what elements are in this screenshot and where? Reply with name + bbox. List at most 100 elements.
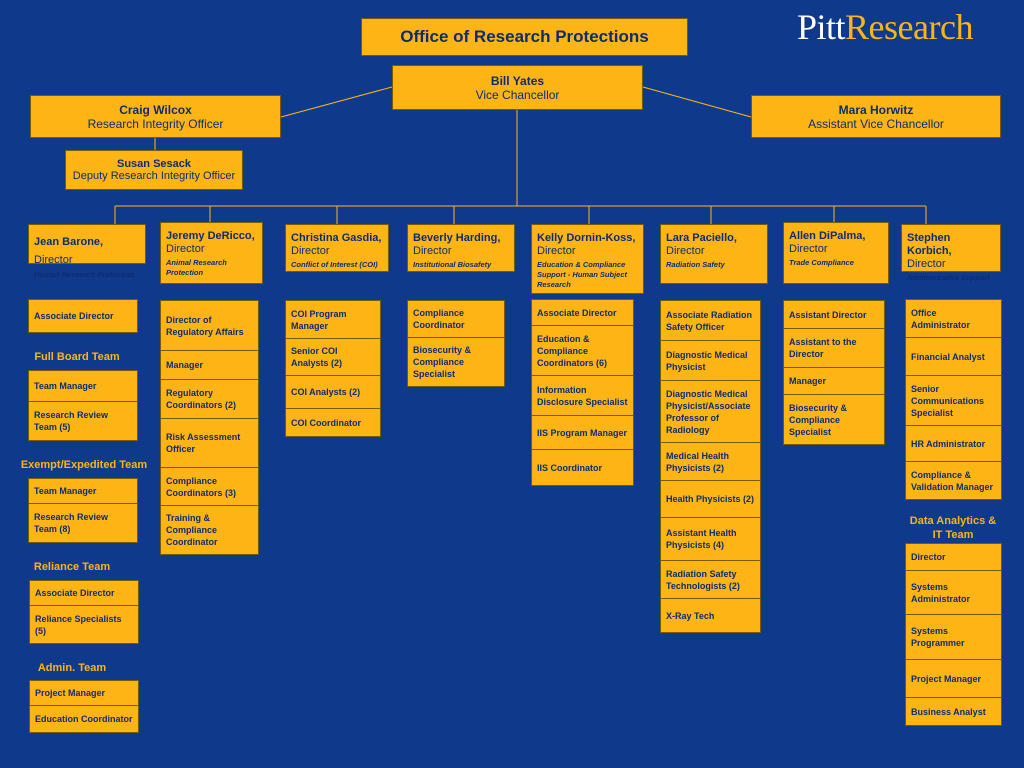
ibs-staff-column: Compliance Coordinator Biosecurity & Com…: [407, 300, 505, 387]
staff-item: Business Analyst: [911, 706, 986, 717]
staff-item: Manager: [161, 351, 258, 380]
staff-item: Medical Health Physicists (2): [661, 443, 760, 481]
director-unit: Administrative Support: [907, 273, 990, 282]
director-ibs-box: Beverly Harding, Director Institutional …: [407, 224, 515, 272]
staff-item: Project Manager: [30, 681, 138, 706]
staff-item: Associate Director: [30, 581, 138, 606]
director-arp-box: Jeremy DeRicco, Director Animal Research…: [160, 222, 263, 284]
staff-item: Training & Compliance Coordinator: [166, 513, 218, 547]
director-unit: Radiation Safety: [666, 260, 725, 269]
director-role: Director: [291, 245, 330, 257]
staff-item: Health Physicists (2): [661, 481, 760, 518]
staff-item: Assistant Health Physicists (4): [661, 518, 760, 561]
director-unit: Trade Compliance: [789, 258, 854, 267]
staff-item: Systems Administrator: [906, 571, 1001, 615]
director-name: Christina Gasdia,: [291, 232, 382, 244]
avc-role: Assistant Vice Chancellor: [808, 116, 944, 131]
staff-item: Biosecurity & Compliance Specialist: [413, 345, 472, 379]
exempt-expedited-team-box: Team Manager Research Review Team (8): [28, 478, 138, 543]
director-name: Jeremy DeRicco,: [166, 230, 255, 242]
staff-item: Research Review Team (5): [34, 410, 109, 432]
director-unit: Education & Compliance Support - Human S…: [537, 260, 627, 289]
vice-chancellor-box: Bill Yates Vice Chancellor: [392, 65, 643, 110]
drio-name: Susan Sesack: [117, 158, 191, 170]
staff-item: Reliance Specialists (5): [35, 613, 122, 636]
rio-role: Research Integrity Officer: [87, 116, 224, 131]
coi-staff-column: COI Program Manager Senior COI Analysts …: [285, 300, 381, 437]
deputy-rio-box: Susan Sesack Deputy Research Integrity O…: [65, 150, 243, 190]
research-integrity-officer-box: Craig Wilcox Research Integrity Officer: [30, 95, 281, 138]
staff-item: Diagnostic Medical Physicist: [661, 341, 760, 381]
ecs-staff-column: Associate Director Education & Complianc…: [531, 299, 634, 486]
staff-item: Director of Regulatory Affairs: [161, 301, 258, 351]
staff-item: Risk Assessment Officer: [161, 419, 258, 468]
staff-item: Compliance Coordinator: [408, 301, 504, 338]
staff-item: Associate Director: [532, 300, 633, 326]
vc-name: Bill Yates: [490, 73, 545, 88]
staff-item: IIS Coordinator: [537, 462, 602, 473]
staff-item: Systems Programmer: [906, 615, 1001, 660]
staff-item: Team Manager: [29, 479, 137, 504]
staff-item: Financial Analyst: [906, 338, 1001, 376]
staff-item: Senior COI Analysts (2): [286, 339, 380, 376]
director-name: Allen DiPalma,: [789, 230, 866, 242]
director-role: Director: [34, 254, 73, 266]
staff-item: Biosecurity & Compliance Specialist: [789, 402, 848, 437]
director-rad-box: Lara Paciello, Director Radiation Safety: [660, 224, 768, 284]
director-unit: Animal Research Protection: [166, 258, 227, 277]
staff-item: Radiation Safety Technologists (2): [661, 561, 760, 599]
staff-item: Project Manager: [906, 660, 1001, 698]
rad-staff-column: Associate Radiation Safety Officer Diagn…: [660, 300, 761, 633]
director-role: Director: [666, 245, 705, 257]
staff-item: COI Coordinator: [291, 417, 361, 428]
director-trade-box: Allen DiPalma, Director Trade Compliance: [783, 222, 889, 284]
staff-item: Compliance & Validation Manager: [911, 469, 994, 492]
arp-staff-column: Director of Regulatory Affairs Manager R…: [160, 300, 259, 555]
director-unit: Human Research Protection: [34, 270, 135, 279]
admin-team-box: Project Manager Education Coordinator: [29, 680, 139, 733]
team-label-admin: Admin. Team: [37, 662, 107, 674]
page-title: Office of Research Protections: [361, 18, 688, 56]
director-name: Kelly Dornin-Koss,: [537, 232, 636, 244]
hrp-associate-director-box: Associate Director: [28, 299, 138, 333]
full-board-team-box: Team Manager Research Review Team (5): [28, 370, 138, 441]
director-admin-box: Stephen Korbich, Director Administrative…: [901, 224, 1001, 282]
staff-item: Associate Radiation Safety Officer: [661, 301, 760, 341]
team-label-reliance: Reliance Team: [33, 561, 111, 573]
staff-item: Team Manager: [29, 371, 137, 402]
staff-item: Associate Director: [34, 311, 114, 321]
staff-item: HR Administrator: [906, 426, 1001, 462]
staff-item: Office Administrator: [906, 300, 1001, 338]
staff-item: Senior Communications Specialist: [906, 376, 1001, 426]
team-label-full-board: Full Board Team: [34, 351, 120, 363]
team-label-exempt-expedited: Exempt/Expedited Team: [20, 459, 148, 471]
staff-item: Education & Compliance Coordinators (6): [532, 326, 633, 376]
director-name: Jean Barone,: [34, 236, 104, 248]
staff-item: Director: [906, 544, 1001, 571]
avc-name: Mara Horwitz: [838, 102, 914, 117]
team-label-data-analytics-it: Data Analytics & IT Team: [909, 515, 997, 541]
admin-staff-column: Office Administrator Financial Analyst S…: [905, 299, 1002, 500]
staff-item: Research Review Team (8): [34, 512, 109, 534]
staff-item: Education Coordinator: [35, 714, 133, 724]
staff-item: Compliance Coordinators (3): [161, 468, 258, 506]
staff-item: Diagnostic Medical Physicist/Associate P…: [661, 381, 760, 443]
director-unit: Institutional Biosafety: [413, 260, 492, 269]
director-hrp-box: Jean Barone, Director Human Research Pro…: [28, 224, 146, 279]
director-unit: Conflict of Interest (COI): [291, 260, 378, 269]
drio-role: Deputy Research Integrity Officer: [72, 170, 236, 182]
director-coi-box: Christina Gasdia, Director Conflict of I…: [285, 224, 389, 272]
director-role: Director: [413, 245, 452, 257]
director-ecs-box: Kelly Dornin-Koss, Director Education & …: [531, 224, 644, 294]
staff-item: COI Program Manager: [286, 301, 380, 339]
director-name: Lara Paciello,: [666, 232, 737, 244]
staff-item: Information Disclosure Specialist: [532, 376, 633, 416]
vc-role: Vice Chancellor: [475, 87, 560, 102]
director-role: Director: [789, 243, 828, 255]
staff-item: Assistant Director: [784, 301, 884, 329]
staff-item: Manager: [784, 368, 884, 395]
trade-staff-column: Assistant Director Assistant to the Dire…: [783, 300, 885, 445]
data-team-staff-column: Director Systems Administrator Systems P…: [905, 543, 1002, 726]
staff-item: Regulatory Coordinators (2): [161, 380, 258, 419]
